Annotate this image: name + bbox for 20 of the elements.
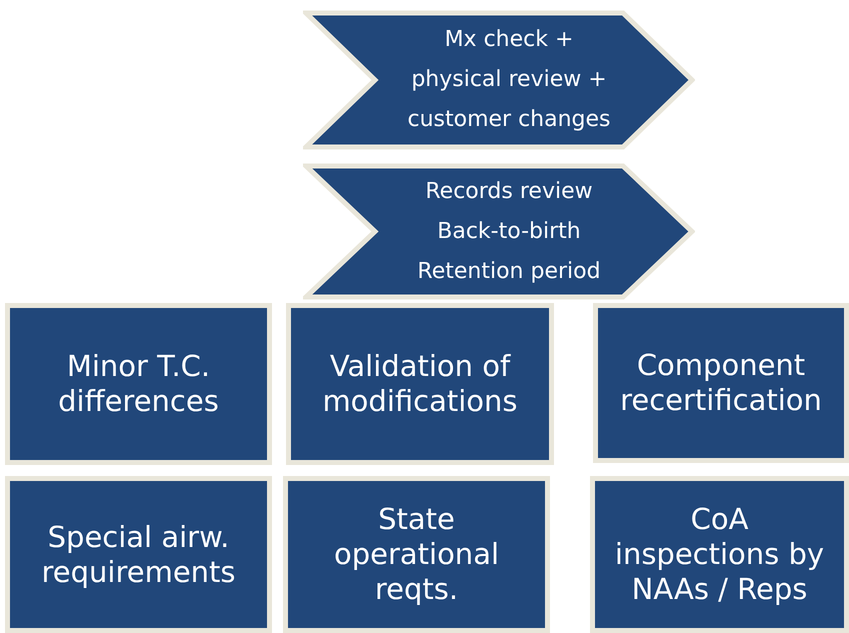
process-box bbox=[5, 303, 272, 465]
chevron-text: Mx check + bbox=[444, 26, 574, 54]
box-text: Special airw. requirements bbox=[40, 520, 237, 590]
chevron-arrow bbox=[303, 163, 695, 300]
box-text: Component recertification bbox=[619, 348, 823, 418]
process-box bbox=[593, 303, 849, 463]
box-text: State operational reqts. bbox=[332, 502, 500, 607]
chevron-arrow bbox=[303, 10, 695, 150]
process-box bbox=[283, 476, 550, 633]
box-text: Minor T.C. differences bbox=[57, 349, 220, 419]
chevron-text: physical review + bbox=[411, 66, 607, 94]
process-box bbox=[5, 476, 272, 633]
chevron-text: Retention period bbox=[417, 258, 601, 286]
chevron-text: customer changes bbox=[407, 106, 611, 134]
box-text: CoA inspections by NAAs / Reps bbox=[614, 502, 826, 607]
process-box bbox=[590, 476, 849, 633]
chevron-text: Back-to-birth bbox=[437, 218, 581, 246]
process-box bbox=[286, 303, 554, 465]
chevron-text: Records review bbox=[425, 178, 593, 206]
box-text: Validation of modifications bbox=[321, 349, 519, 419]
